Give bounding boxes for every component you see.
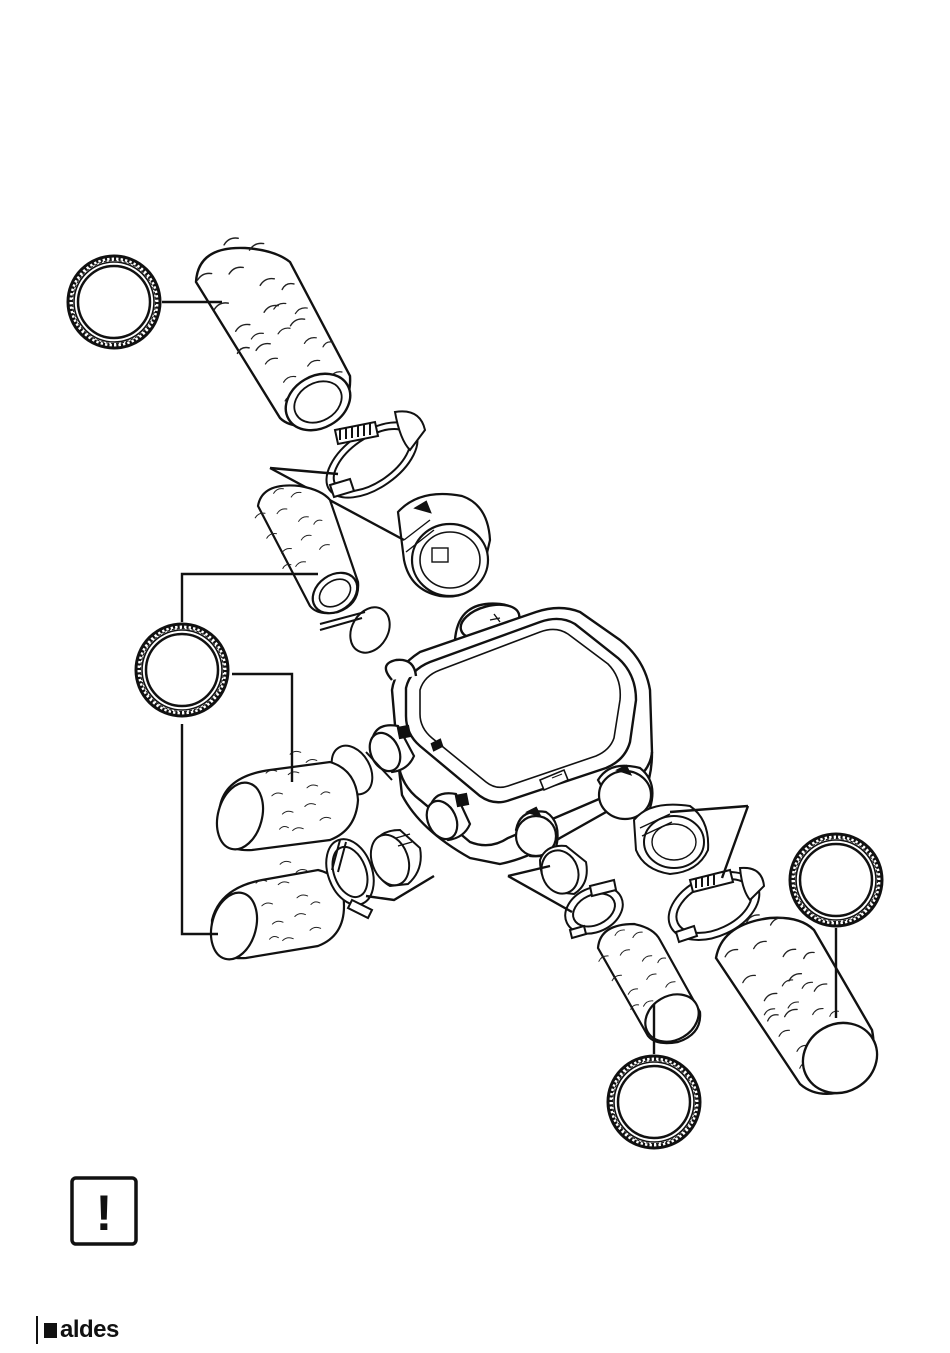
duct-collar-right — [634, 805, 708, 874]
flexible-duct-top — [188, 223, 361, 442]
flexible-duct-left-middle — [210, 747, 358, 855]
duct-collar-front — [536, 845, 587, 899]
duct-collar-adaptor-top — [398, 494, 490, 597]
insulated-duct-section-icon — [608, 1056, 700, 1148]
brand-bar — [36, 1316, 38, 1344]
brand-square-icon — [44, 1323, 57, 1338]
flexible-duct-small-upper — [248, 478, 365, 621]
insulated-duct-section-icon — [68, 256, 160, 348]
brand-logo: aldes — [36, 1316, 119, 1344]
flexible-duct-left-lower — [204, 857, 344, 965]
warning-symbol: ! — [96, 1185, 113, 1241]
insulated-duct-section-icon — [790, 834, 882, 926]
warning-exclamation-icon: ! — [72, 1178, 136, 1244]
brand-name: aldes — [60, 1318, 119, 1342]
flexible-duct-right-large — [714, 898, 890, 1106]
insulated-duct-section-icon — [136, 624, 228, 716]
